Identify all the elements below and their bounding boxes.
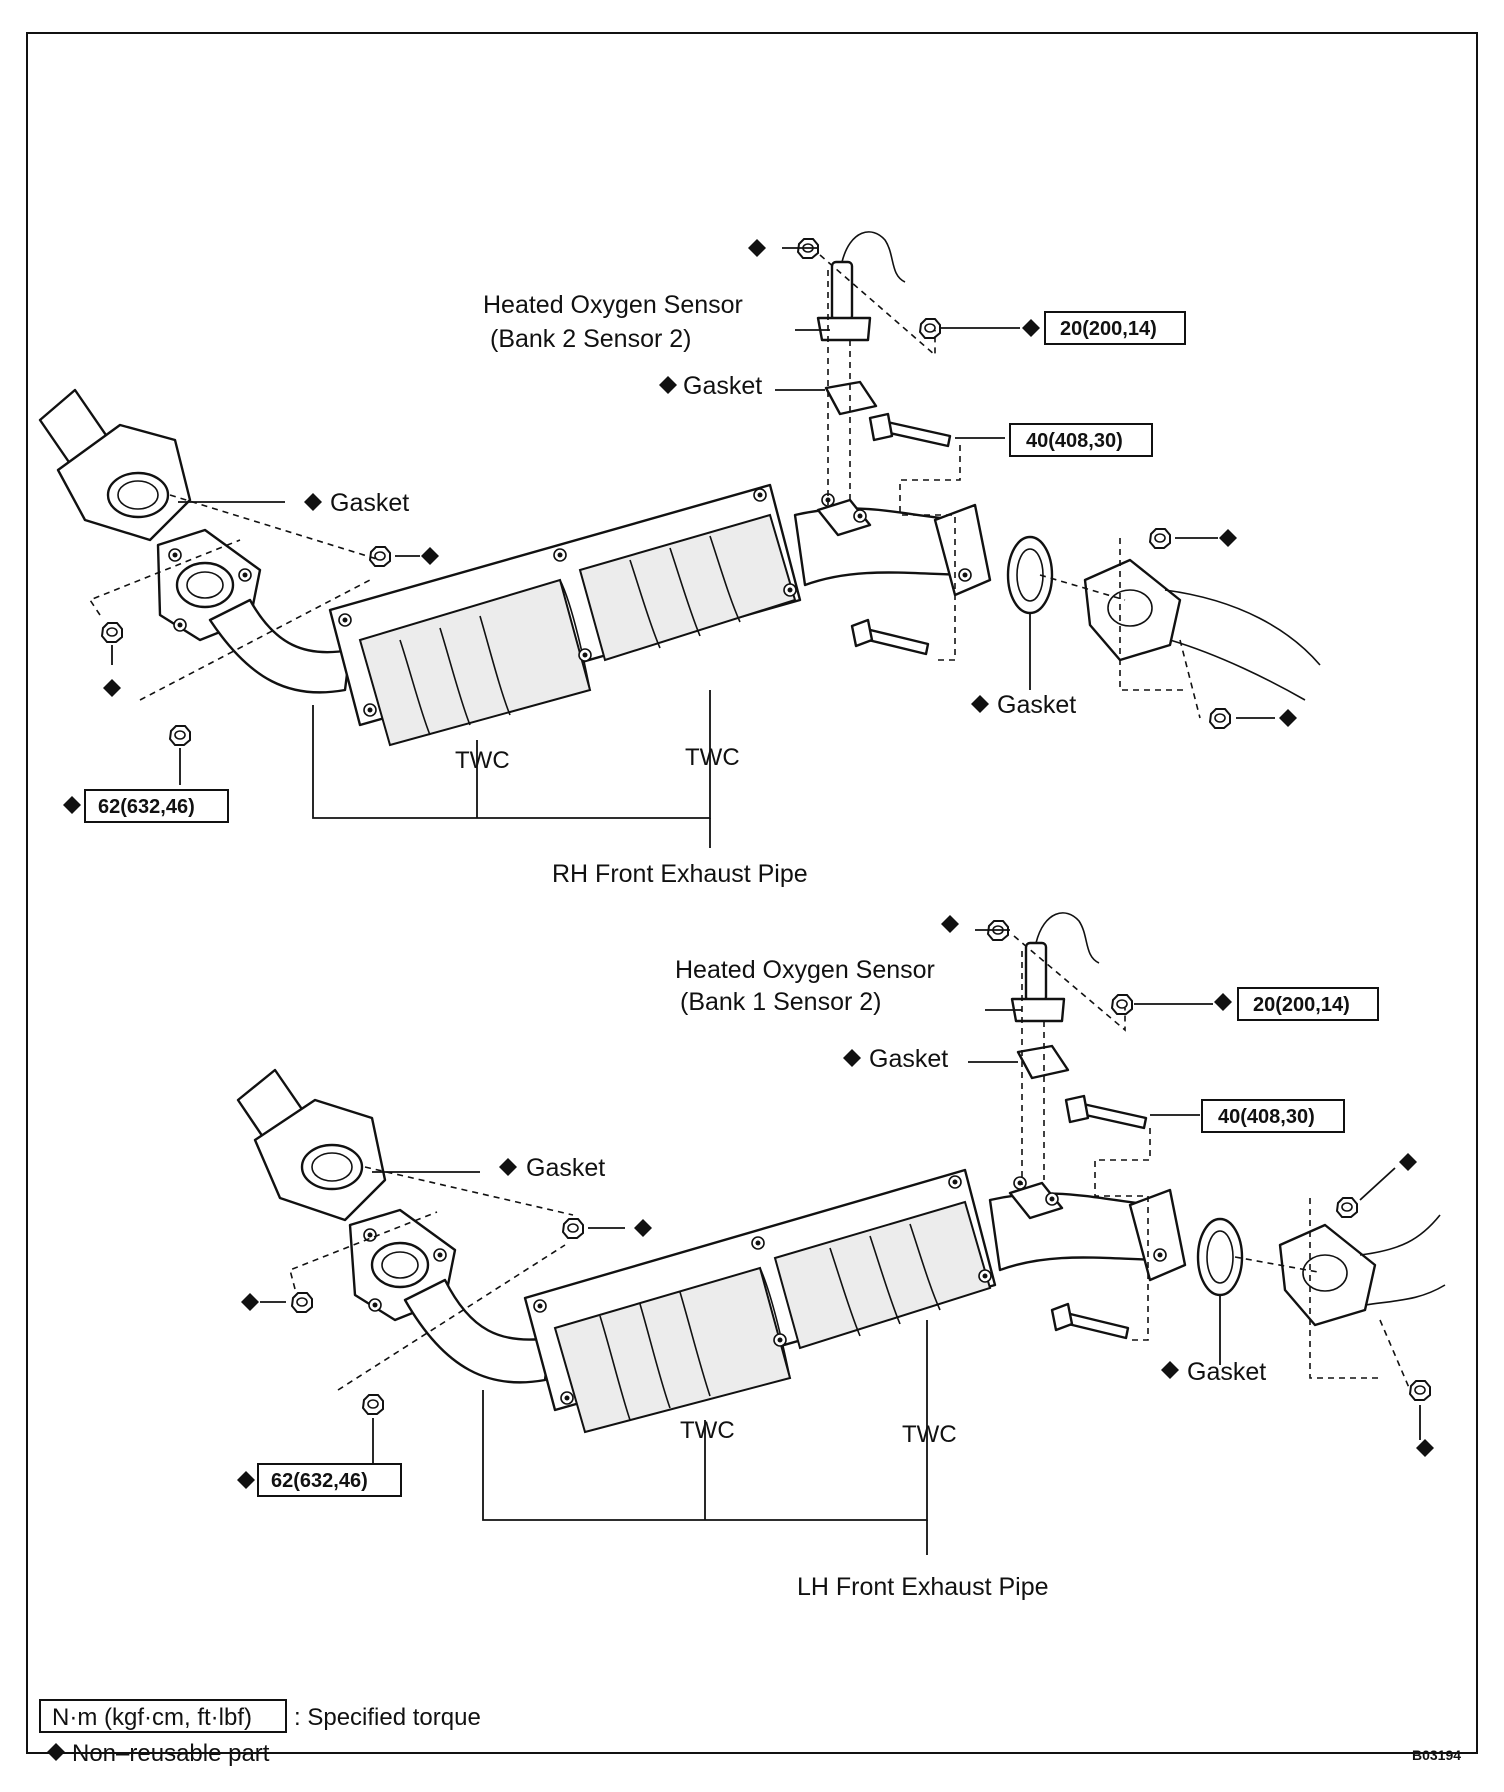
upper-torque-manifold-box [84, 789, 229, 823]
legend-torque-desc: : Specified torque [294, 1704, 481, 1731]
lower-rear-nut-bottom-diamond-icon [1416, 1439, 1434, 1457]
diagram-frame [26, 32, 1478, 1754]
lower-twc-1: TWC [680, 1417, 735, 1444]
lower-inlet-pipe [403, 1278, 552, 1384]
upper-sensor-gasket [824, 380, 878, 416]
upper-oxygen-sensor [830, 260, 854, 322]
upper-manifold-gasket [106, 471, 170, 519]
upper-torque-manifold-diamond-icon [63, 796, 81, 814]
upper-inlet-pipe [208, 598, 352, 694]
upper-rear-nut-top-diamond-icon [1219, 529, 1237, 547]
upper-torque-sensor-box [1044, 311, 1186, 345]
lower-manifold-gasket-label: Gasket [526, 1154, 605, 1182]
lower-nut-right-diamond-icon [634, 1219, 652, 1237]
lower-torque-bolt-box [1201, 1099, 1345, 1133]
lower-torque-manifold-diamond-icon [237, 1471, 255, 1489]
upper-twc-1: TWC [455, 747, 510, 774]
upper-manifold-gasket-label: Gasket [330, 489, 409, 517]
upper-sensor-wire [841, 231, 906, 283]
lower-sensor-label-1: Heated Oxygen Sensor [675, 956, 935, 984]
upper-torque-manifold: 62(632,46) [98, 796, 195, 818]
lower-torque-sensor-box [1237, 987, 1379, 1021]
upper-torque-bolt-box [1009, 423, 1153, 457]
legend-nonreusable-desc: Non–reusable part [72, 1740, 270, 1767]
upper-sensor-label-1: Heated Oxygen Sensor [483, 291, 743, 319]
lower-sensor-wire [1035, 912, 1100, 964]
lower-torque-manifold-box [257, 1463, 402, 1497]
lower-nut-left-diamond-icon [241, 1293, 259, 1311]
upper-torque-bolt: 40(408,30) [1026, 430, 1123, 452]
lower-sensor-gasket [1016, 1044, 1070, 1080]
upper-sensor-gasket-diamond-icon [659, 376, 677, 394]
upper-twc-2: TWC [685, 744, 740, 771]
upper-sensor-label-2: (Bank 2 Sensor 2) [490, 325, 692, 353]
upper-torque-sensor: 20(200,14) [1060, 318, 1157, 340]
lower-torque-manifold: 62(632,46) [271, 1470, 368, 1492]
lower-rear-gasket-label: Gasket [1187, 1358, 1266, 1386]
upper-rear-flange [1083, 558, 1182, 662]
lower-sensor-label-2: (Bank 1 Sensor 2) [680, 988, 882, 1016]
lower-pipe-name: LH Front Exhaust Pipe [797, 1573, 1049, 1601]
upper-rear-gasket-diamond-icon [971, 695, 989, 713]
upper-sensor-nut-diamond-icon [1022, 319, 1040, 337]
lower-twc-2: TWC [902, 1421, 957, 1448]
lower-sensor-nut-diamond-icon [1214, 993, 1232, 1011]
upper-pipe-name: RH Front Exhaust Pipe [552, 860, 808, 888]
lower-assembly [236, 912, 1446, 1555]
figure-code: B03194 [1412, 1747, 1461, 1763]
lower-manifold-gasket-diamond-icon [499, 1158, 517, 1176]
lower-rear-gasket-diamond-icon [1161, 1361, 1179, 1379]
upper-rear-gasket-label: Gasket [997, 691, 1076, 719]
lower-sensor-gasket-label: Gasket [869, 1045, 948, 1073]
lower-rear-flange [1278, 1223, 1377, 1327]
legend-diamond-icon [47, 1743, 65, 1761]
upper-sensor-gasket-label: Gasket [683, 372, 762, 400]
legend-torque-box [39, 1699, 287, 1733]
lower-oxygen-sensor [1024, 941, 1048, 1003]
upper-rear-nut-bottom-diamond-icon [1279, 709, 1297, 727]
lower-torque-sensor: 20(200,14) [1253, 994, 1350, 1016]
lower-rear-nut-top-diamond-icon [1399, 1153, 1417, 1171]
legend-torque-units: N·m (kgf·cm, ft·lbf) [52, 1704, 252, 1731]
upper-nut-left-diamond-icon [103, 679, 121, 697]
lower-manifold-gasket [300, 1143, 364, 1191]
lower-nut-diamond-icon [941, 915, 959, 933]
upper-assembly [38, 231, 1321, 848]
upper-manifold-gasket-diamond-icon [304, 493, 322, 511]
lower-torque-bolt: 40(408,30) [1218, 1106, 1315, 1128]
upper-nut-diamond-icon [748, 239, 766, 257]
lower-sensor-gasket-diamond-icon [843, 1049, 861, 1067]
upper-nut-right-diamond-icon [421, 547, 439, 565]
